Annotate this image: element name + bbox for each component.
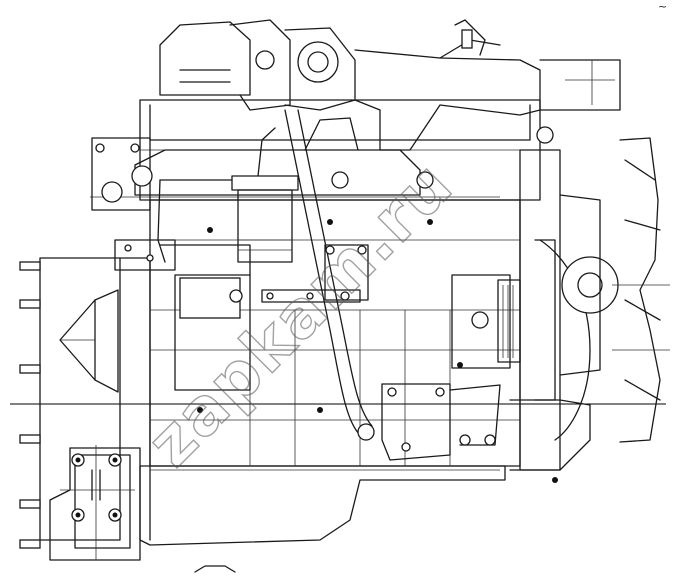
cylinder-block — [149, 199, 521, 467]
intake-pipe — [354, 19, 621, 151]
turbocharger — [159, 19, 356, 111]
oil-drain-tube — [284, 109, 375, 441]
engine-mount-bracket — [49, 445, 141, 561]
water-pump-pulley — [559, 194, 619, 376]
cylinder-head — [91, 99, 541, 211]
crankshaft-pulley — [509, 239, 591, 471]
alternator — [451, 274, 521, 369]
injection-pump-bracket — [261, 244, 369, 303]
corner-mark: ~ — [658, 0, 668, 13]
flywheel-housing — [19, 257, 151, 549]
oil-pan — [139, 465, 506, 573]
bolts — [197, 219, 558, 483]
lower-bracket — [381, 383, 501, 461]
cooling-fan — [612, 137, 670, 443]
exhaust-manifold — [131, 117, 434, 196]
starter-motor — [114, 239, 251, 391]
fuel-filter — [157, 127, 299, 263]
